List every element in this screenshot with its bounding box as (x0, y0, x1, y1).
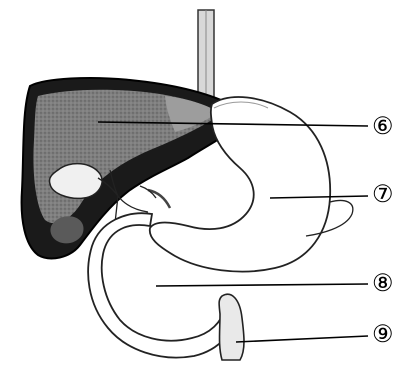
label-8: ⑧ (372, 271, 394, 295)
jejunum (219, 294, 244, 360)
label-7: ⑦ (372, 182, 394, 206)
pointer-line-8 (156, 284, 368, 286)
label-6: ⑥ (372, 114, 394, 138)
esophagus (198, 10, 214, 100)
pointer-line-9 (236, 336, 368, 342)
label-9: ⑨ (372, 322, 394, 346)
